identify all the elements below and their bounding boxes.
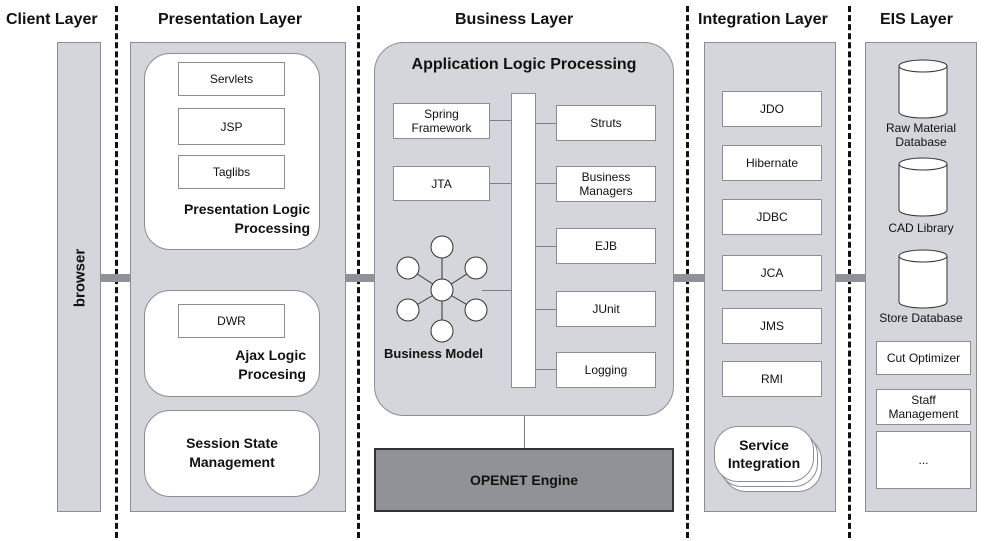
integration-layer-title: Integration Layer: [698, 11, 828, 28]
jca-box: JCA: [722, 255, 822, 291]
divider-business-integration: [686, 6, 689, 538]
more-box: ...: [876, 431, 971, 489]
jms-box: JMS: [722, 308, 822, 344]
logging-box: Logging: [556, 352, 656, 388]
tick-spring: [490, 120, 511, 121]
business-model-network-icon: [396, 235, 488, 343]
divider-integration-eis: [848, 6, 851, 538]
dwr-box: DWR: [178, 304, 285, 338]
business-layer-title: Business Layer: [455, 11, 574, 28]
divider-presentation-business: [357, 6, 360, 538]
struts-box: Struts: [556, 105, 656, 141]
tick-model: [482, 290, 511, 291]
tick-logging: [536, 369, 556, 370]
browser-panel: browser: [57, 42, 101, 512]
jdo-box: JDO: [722, 91, 822, 127]
servlets-box: Servlets: [178, 62, 285, 96]
junit-box: JUnit: [556, 291, 656, 327]
rmi-box: RMI: [722, 361, 822, 397]
cad-library-icon: [898, 157, 948, 217]
connector-client-presentation: [100, 274, 130, 282]
tick-struts: [536, 123, 556, 124]
tick-managers: [536, 183, 556, 184]
store-database-icon: [898, 249, 948, 309]
connector-integration-eis: [835, 274, 865, 282]
business-model-label: Business Model: [384, 346, 483, 361]
hibernate-box: Hibernate: [722, 145, 822, 181]
presentation-logic-label: Presentation Logic Processing: [183, 201, 310, 236]
session-state-group: [144, 410, 320, 497]
service-integration-box: Service Integration: [714, 426, 814, 482]
client-layer-title: Client Layer: [6, 11, 98, 28]
cut-optimizer-box: Cut Optimizer: [876, 341, 971, 375]
connector-presentation-business: [345, 274, 375, 282]
openet-engine-box: OPENET Engine: [374, 448, 674, 512]
eis-layer-title: EIS Layer: [880, 11, 953, 28]
application-logic-title: Application Logic Processing: [411, 56, 637, 73]
ejb-box: EJB: [556, 228, 656, 264]
ajax-logic-label: Ajax Logic Procesing: [235, 347, 306, 382]
store-database-label: Store Database: [879, 311, 963, 325]
session-state-label: Session State Management: [186, 435, 278, 470]
tick-ejb: [536, 246, 556, 247]
business-managers-box: Business Managers: [556, 166, 656, 202]
divider-client-presentation: [115, 6, 118, 538]
jdbc-box: JDBC: [722, 199, 822, 235]
tick-junit: [536, 309, 556, 310]
jta-box: JTA: [393, 166, 490, 201]
presentation-layer-title: Presentation Layer: [158, 11, 303, 28]
connector-business-integration: [673, 274, 704, 282]
raw-material-database-icon: [898, 59, 948, 119]
logic-bus-bar: [511, 93, 536, 388]
tick-jta: [490, 183, 511, 184]
jsp-box: JSP: [178, 108, 285, 145]
engine-connector: [524, 416, 525, 448]
taglibs-box: Taglibs: [178, 155, 285, 189]
cad-library-label: CAD Library: [888, 221, 954, 235]
browser-label: browser: [71, 248, 89, 308]
